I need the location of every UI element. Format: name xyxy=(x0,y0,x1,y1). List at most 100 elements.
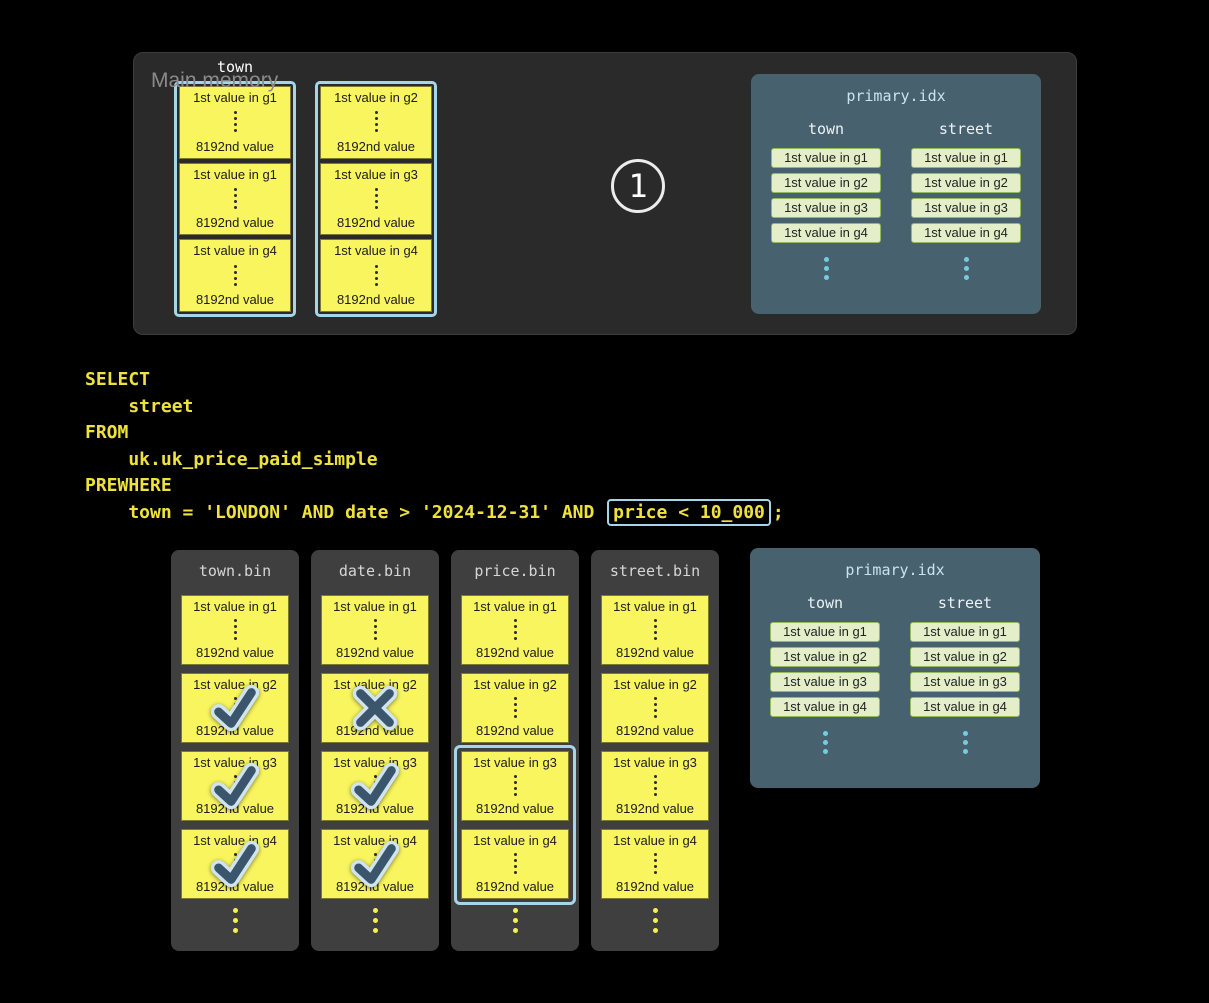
check-icon xyxy=(210,684,260,732)
vertical-dots-icon xyxy=(963,257,969,280)
vertical-dots-icon xyxy=(823,257,829,280)
granule-last-value: 8192nd value xyxy=(195,292,275,307)
sql-query: SELECT street FROM uk.uk_price_paid_simp… xyxy=(85,367,784,527)
idx-column-header: street xyxy=(938,120,994,138)
idx-entry-chip: 1st value in g4 xyxy=(910,697,1020,717)
granule-first-value: 1st value in g3 xyxy=(473,755,557,770)
granule-block: 1st value in g2 8192nd value xyxy=(601,673,709,743)
bin-dots-wrap xyxy=(451,908,579,933)
primary-idx-columns: town 1st value in g1 1st value in g2 1st va… xyxy=(750,594,1040,754)
idx-column-header: town xyxy=(806,594,844,612)
sql-text: uk.uk_price_paid_simple xyxy=(85,448,378,470)
sql-text: ; xyxy=(772,501,784,523)
vertical-dots-icon xyxy=(233,188,237,209)
check-icon xyxy=(210,840,260,888)
step-number: 1 xyxy=(628,167,648,205)
granule-first-value: 1st value in g3 xyxy=(613,755,697,770)
primary-idx-columns: town 1st value in g1 1st value in g2 1st va… xyxy=(751,120,1041,280)
bin-dots-wrap xyxy=(311,908,439,933)
selected-granules-outline xyxy=(454,745,576,905)
idx-entry-chip: 1st value in g1 xyxy=(910,622,1020,642)
vertical-dots-icon xyxy=(374,111,378,133)
granule-first-value: 1st value in g2 xyxy=(473,677,557,692)
idx-column-header: street xyxy=(937,594,993,612)
granule-first-value: 1st value in g1 xyxy=(333,599,417,614)
granule-last-value: 8192nd value xyxy=(195,801,275,816)
vertical-dots-icon xyxy=(653,853,657,874)
sql-text: SELECT xyxy=(85,369,151,390)
vertical-dots-icon xyxy=(513,619,517,640)
idx-entry-chip: 1st value in g3 xyxy=(910,672,1020,692)
vertical-dots-icon xyxy=(233,619,237,640)
granule-block: 1st value in g3 8192nd value xyxy=(461,751,569,821)
idx-entry-chip: 1st value in g3 xyxy=(770,672,880,692)
granule-last-value: 8192nd value xyxy=(195,215,275,231)
sql-text: FROM xyxy=(85,422,129,444)
idx-entry-chip: 1st value in g1 xyxy=(771,148,881,168)
sql-text: town = 'LONDON' AND date > '2024-12-31' … xyxy=(85,501,606,523)
granule-block: 1st value in g2 8192nd value xyxy=(461,673,569,743)
granule-first-value: 1st value in g1 xyxy=(193,166,277,182)
granule-last-value: 8192nd value xyxy=(475,801,555,816)
granule-last-value: 8192nd value xyxy=(615,645,695,660)
bin-file-title: street.bin xyxy=(609,562,701,580)
granule-last-value: 8192nd value xyxy=(335,801,415,816)
vertical-dots-icon xyxy=(653,697,657,718)
idx-column-header: town xyxy=(807,120,845,138)
granule-first-value: 1st value in g4 xyxy=(193,243,277,259)
granule-last-value: 8192nd value xyxy=(195,723,275,738)
granule-last-value: 8192nd value xyxy=(335,879,415,894)
granule-first-value: 1st value in g4 xyxy=(613,833,697,848)
idx-entry-chip: 1st value in g4 xyxy=(770,697,880,717)
vertical-dots-icon xyxy=(513,853,517,874)
idx-entry-chip: 1st value in g4 xyxy=(911,223,1021,243)
idx-entry-chip: 1st value in g2 xyxy=(910,647,1020,667)
idx-column: street 1st value in g1 1st value in g2 1st … xyxy=(910,594,1020,754)
vertical-dots-icon xyxy=(374,188,378,209)
granule-first-value: 1st value in g1 xyxy=(473,599,557,614)
main-memory-label: Main memory xyxy=(151,69,279,92)
granule-last-value: 8192nd value xyxy=(615,723,695,738)
granule-last-value: 8192nd value xyxy=(195,138,275,154)
bin-file-title: price.bin xyxy=(474,562,556,580)
vertical-dots-icon xyxy=(653,619,657,640)
sql-text: street xyxy=(85,395,194,417)
bin-file-title: town.bin xyxy=(198,562,272,580)
granule-last-value: 8192nd value xyxy=(475,645,555,660)
granule-last-value: 8192nd value xyxy=(195,645,275,660)
vertical-dots-icon xyxy=(233,111,237,133)
granule-first-value: 1st value in g1 xyxy=(193,90,277,105)
granule-last-value: 8192nd value xyxy=(336,292,416,307)
granule-last-value: 8192nd value xyxy=(475,879,555,894)
granule-block: 1st value in g1 8192nd value xyxy=(179,162,291,236)
main-memory-panel: Main memory town 1st value in g1 8192nd v… xyxy=(133,52,1077,335)
vertical-dots-icon xyxy=(962,731,968,754)
granule-first-value: 1st value in g2 xyxy=(613,677,697,692)
vertical-dots-icon xyxy=(652,908,658,933)
vertical-dots-icon xyxy=(374,264,378,286)
granule-last-value: 8192nd value xyxy=(475,723,555,738)
bin-file-title: date.bin xyxy=(338,562,412,580)
idx-entry-chip: 1st value in g3 xyxy=(911,198,1021,218)
vertical-dots-icon xyxy=(233,264,237,286)
vertical-dots-icon xyxy=(372,908,378,933)
idx-entry-chip: 1st value in g2 xyxy=(911,173,1021,193)
primary-idx-title: primary.idx xyxy=(845,561,945,579)
